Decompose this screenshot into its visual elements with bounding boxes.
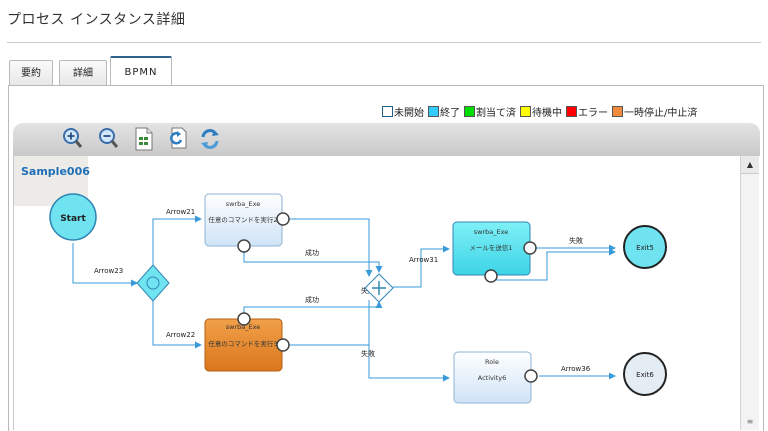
edge-label-fail-task2: 失敗 xyxy=(361,349,375,358)
task-name: swrba_Exe xyxy=(226,323,261,331)
edge-arrow21 xyxy=(152,215,202,267)
legend-item-error: エラー xyxy=(566,104,608,119)
join-gateway[interactable] xyxy=(364,273,394,303)
task-label: Activity6 xyxy=(478,374,506,382)
start-event[interactable]: Start xyxy=(49,193,97,241)
split-gateway[interactable] xyxy=(136,264,170,302)
export-document-icon[interactable] xyxy=(133,126,155,152)
tab-bpmn[interactable]: BPMN xyxy=(110,56,172,88)
legend-swatch xyxy=(464,105,475,117)
edge-label-success2: 成功 xyxy=(305,295,319,304)
legend-item-assigned: 割当て済 xyxy=(464,104,516,119)
task-activity-6[interactable]: Role Activity6 xyxy=(453,351,532,404)
task-send-mail-1[interactable]: swrba_Exe メールを送信1 xyxy=(452,221,531,276)
edge-arrow22 xyxy=(152,299,202,349)
edge-arrow23 xyxy=(72,243,138,287)
tab-summary[interactable]: 要約 xyxy=(9,60,53,86)
edge-label-success1: 成功 xyxy=(305,248,319,257)
boundary-event xyxy=(276,338,290,352)
edge-arrow31 xyxy=(393,245,450,288)
boundary-event xyxy=(523,241,537,255)
legend-item-suspended: 一時停止/中止済 xyxy=(612,104,697,119)
edge-label-arrow21: Arrow21 xyxy=(166,208,195,216)
end-event-exit6[interactable]: Exit6 xyxy=(623,352,667,396)
edge-to-join-from-task1 xyxy=(289,218,373,277)
task-label: 任意のコマンドを実行2 xyxy=(208,215,277,224)
vertical-scrollbar[interactable]: ▲ ≡ xyxy=(740,156,759,430)
bpmn-diagram: Arrow21 Arrow23 Arrow22 成功 成功 Arrow31 失敗… xyxy=(49,193,667,404)
edge-fail-join xyxy=(368,300,450,382)
end-event-label: Exit5 xyxy=(636,244,654,252)
legend-item-not-started: 未開始 xyxy=(382,104,424,119)
edge-label-arrow23: Arrow23 xyxy=(94,267,123,275)
legend-swatch xyxy=(428,105,439,117)
legend-swatch xyxy=(612,105,623,117)
end-event-exit5[interactable]: Exit5 xyxy=(623,225,667,269)
edge-success2 xyxy=(243,301,383,313)
start-event-label: Start xyxy=(60,214,86,224)
boundary-event xyxy=(276,212,290,226)
task-name: swrba_Exe xyxy=(474,228,509,236)
refresh-document-icon[interactable] xyxy=(169,126,191,152)
boundary-event xyxy=(524,369,538,383)
scroll-grip-icon[interactable]: ≡ xyxy=(746,417,754,426)
task-name: Role xyxy=(485,358,499,366)
task-name: swrba_Exe xyxy=(226,200,261,208)
status-legend: 未開始 終了 割当て済 待機中 エラー 一時停止/中止済 xyxy=(382,104,701,119)
legend-swatch xyxy=(566,105,577,117)
legend-swatch xyxy=(382,105,393,117)
diagram-toolbar xyxy=(13,123,760,156)
zoom-in-icon[interactable] xyxy=(61,126,83,152)
bpmn-canvas[interactable]: Sample006 xyxy=(13,156,741,430)
boundary-event xyxy=(237,239,251,253)
task-label: 任意のコマンドを実行3 xyxy=(208,339,277,348)
edge-label-arrow36: Arrow36 xyxy=(561,365,591,373)
task-run-command-3[interactable]: swrba_Exe 任意のコマンドを実行3 xyxy=(204,318,283,372)
legend-item-finished: 終了 xyxy=(428,104,460,119)
reload-arrows-icon[interactable] xyxy=(199,126,221,152)
edge-label-fail-task3: 失敗 xyxy=(569,236,583,245)
edge-label-arrow22: Arrow22 xyxy=(166,331,195,339)
tab-details[interactable]: 詳細 xyxy=(59,60,107,86)
boundary-event xyxy=(237,312,251,326)
edge-label-arrow31: Arrow31 xyxy=(409,256,438,264)
boundary-event xyxy=(484,269,498,283)
end-event-label: Exit6 xyxy=(636,371,654,379)
task-label: メールを送信1 xyxy=(469,243,512,252)
edge-success1 xyxy=(243,249,383,273)
scroll-up-arrow-icon[interactable]: ▲ xyxy=(741,156,759,174)
zoom-out-icon[interactable] xyxy=(97,126,119,152)
title-divider xyxy=(7,42,761,43)
page-title: プロセス インスタンス詳細 xyxy=(7,12,186,28)
edge-task3-to-exit5 xyxy=(495,248,616,281)
legend-swatch xyxy=(520,105,531,117)
task-run-command-2[interactable]: swrba_Exe 任意のコマンドを実行2 xyxy=(204,193,283,247)
legend-item-waiting: 待機中 xyxy=(520,104,562,119)
